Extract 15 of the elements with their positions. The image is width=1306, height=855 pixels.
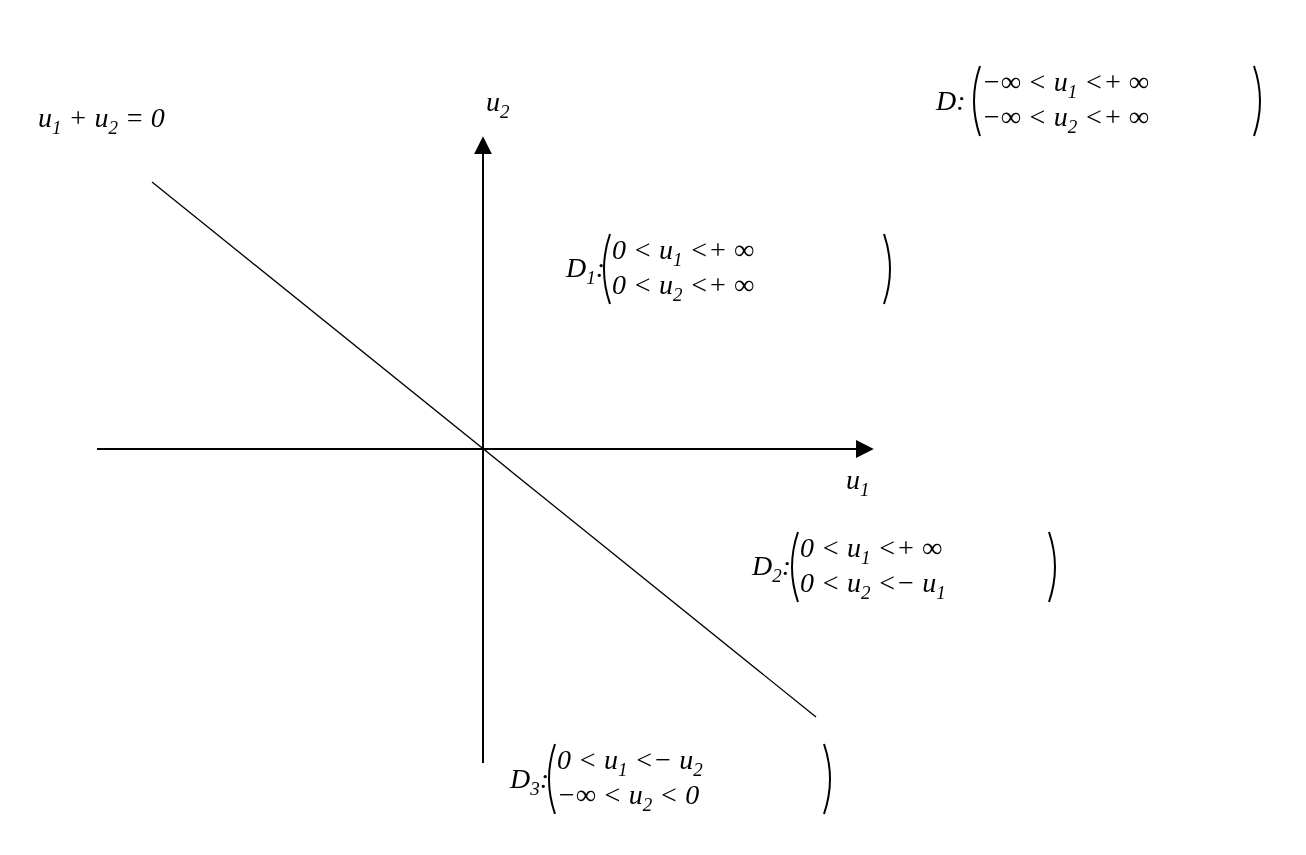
inequality: −∞ < u$_{2}$ < 0 — [557, 779, 700, 811]
domain-name: D$_{1}$: — [566, 252, 606, 284]
inequality: 0 < u$_{1}$ <+ ∞ — [800, 532, 943, 564]
domain-name: D$_{3}$: — [510, 763, 550, 795]
line-equation: u$_{1}$ + u$_{2}$ = 0 — [38, 102, 165, 134]
inequality: 0 < u$_{1}$ <+ ∞ — [612, 234, 755, 266]
domain-name: D$_{2}$: — [752, 550, 792, 582]
domain-name: D: — [936, 85, 966, 117]
inequality: 0 < u$_{1}$ <− u$_{2}$ — [557, 744, 703, 776]
inequality: −∞ < u$_{1}$ <+ ∞ — [982, 66, 1149, 98]
inequality: −∞ < u$_{2}$ <+ ∞ — [982, 101, 1149, 133]
inequality: 0 < u$_{2}$ <− u$_{1}$ — [800, 567, 946, 599]
axis-label: u$_{2}$ — [486, 86, 510, 118]
axis-label: u$_{1}$ — [846, 464, 870, 496]
inequality: 0 < u$_{2}$ <+ ∞ — [612, 269, 755, 301]
